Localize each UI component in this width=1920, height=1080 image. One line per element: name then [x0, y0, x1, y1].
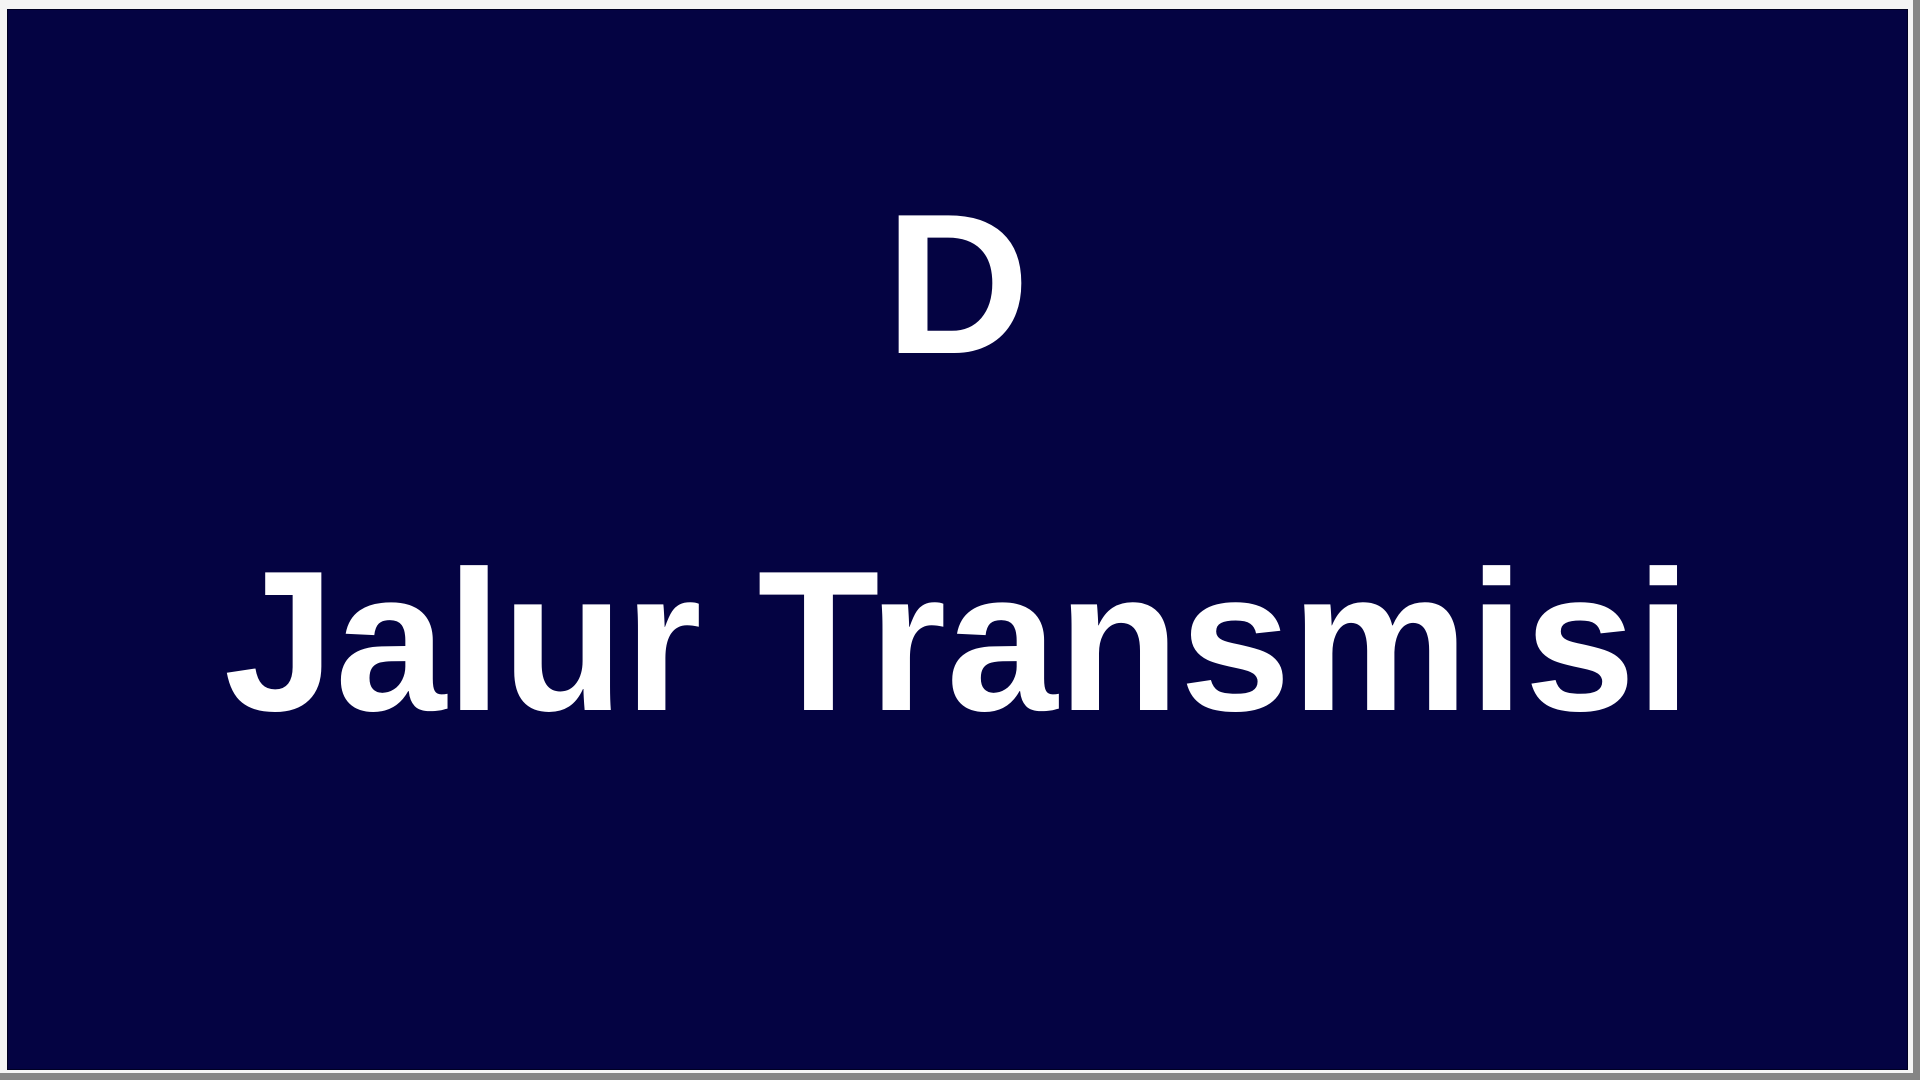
- slide-canvas: D Jalur Transmisi: [7, 9, 1908, 1070]
- slide-title: Jalur Transmisi: [223, 530, 1692, 753]
- slide-letter: D: [885, 173, 1030, 396]
